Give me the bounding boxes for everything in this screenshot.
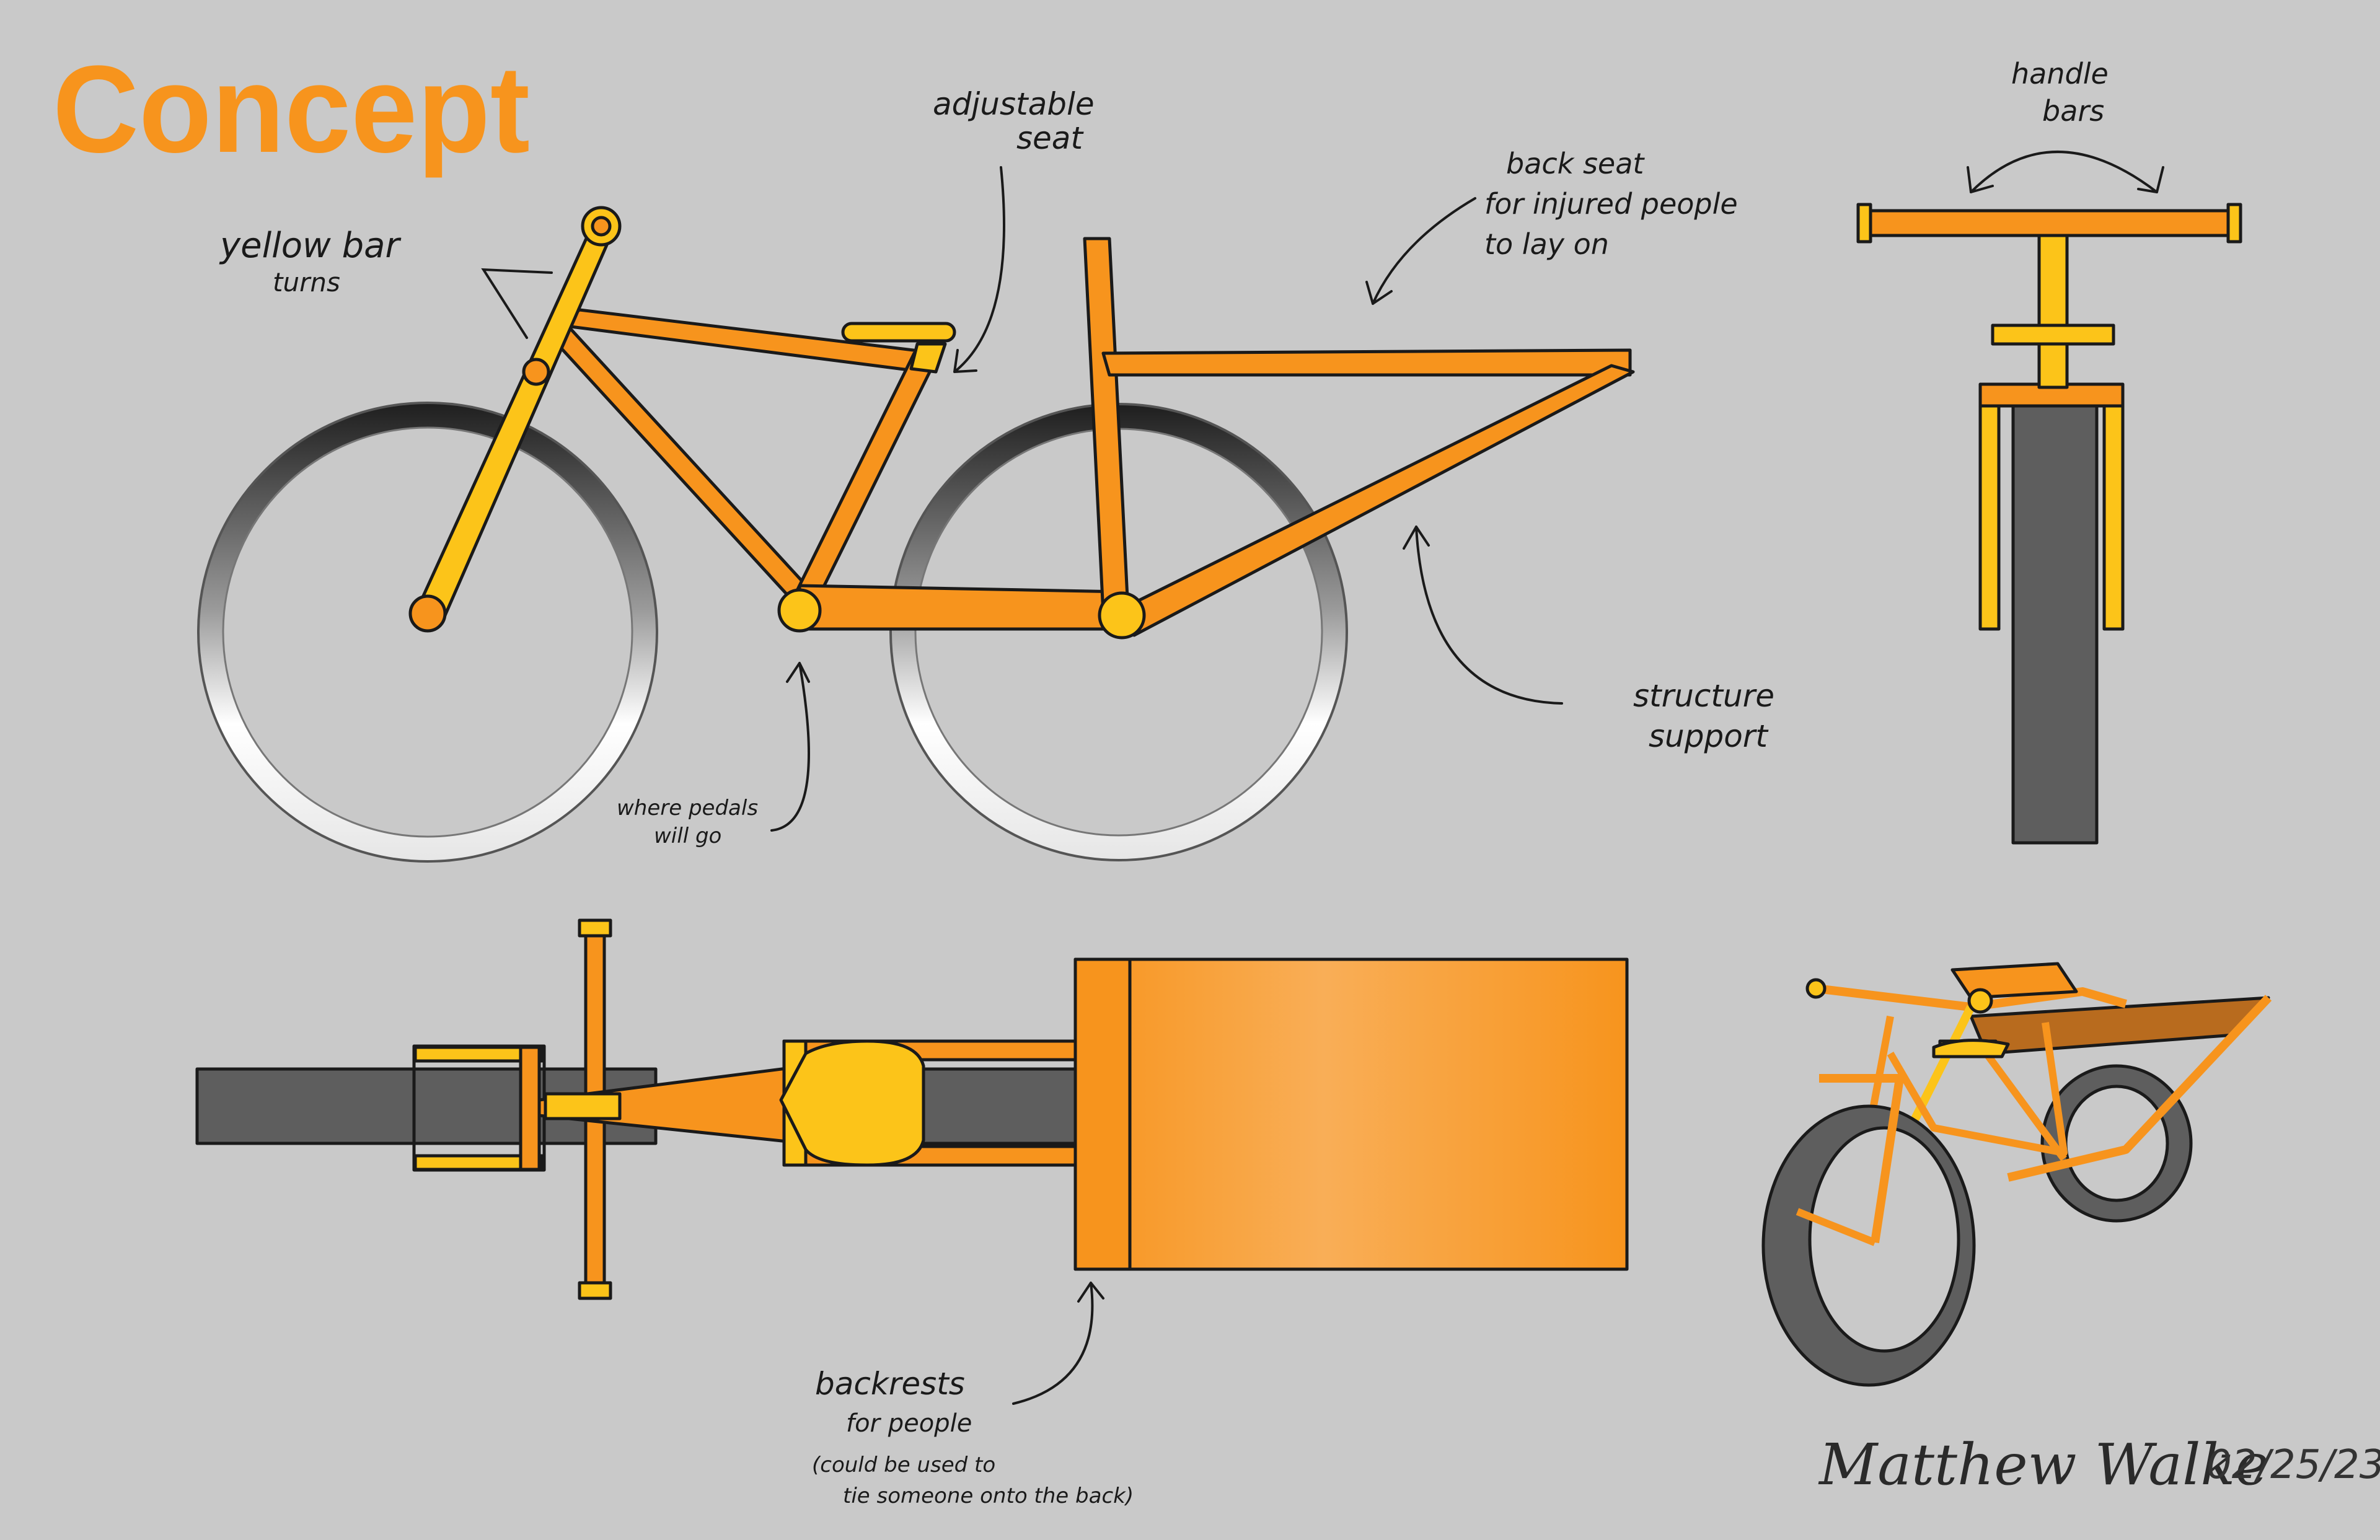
- handlebar: [1858, 209, 2242, 237]
- seat-side: [841, 322, 956, 343]
- top-seat: [779, 1039, 925, 1167]
- label-backrests-2: for people: [846, 1409, 972, 1438]
- fork-left: [1978, 401, 2001, 631]
- label-backrests-1: backrests: [815, 1366, 965, 1402]
- annotation-arrows: [481, 151, 2164, 1405]
- label-yellow-bar-2: turns: [273, 267, 340, 297]
- seat-post: [909, 342, 947, 374]
- backrest: [1073, 957, 1132, 1271]
- top-view-bike: [195, 918, 1629, 1300]
- label-backrests-3: (could be used to: [812, 1453, 995, 1477]
- label-yellow-bar-1: yellow bar: [219, 226, 401, 266]
- stem: [2037, 234, 2069, 389]
- arrow-adjustable-seat: [953, 166, 1005, 373]
- label-back-seat-3: to lay on: [1484, 227, 1609, 261]
- back-seat-platform: [1073, 957, 1629, 1271]
- arrow-back-seat: [1365, 197, 1476, 305]
- label-structure-support-1: structure: [1633, 678, 1774, 714]
- front-tire: [2011, 401, 2099, 845]
- arrow-yellow-bar: [481, 268, 553, 339]
- label-handle-bars-1: handle: [2011, 57, 2109, 90]
- handlebar-grip-right: [2226, 203, 2242, 244]
- label-back-seat-2: for injured people: [1484, 187, 1738, 221]
- signature-block: Matthew Walke 02/25/23: [1818, 1432, 2380, 1498]
- bottom-bracket: [777, 588, 822, 633]
- fork-joint: [522, 358, 550, 386]
- page-title: Concept: [53, 40, 530, 178]
- annotation-labels: yellow bar turns adjustable seat back se…: [219, 57, 2109, 1508]
- arrow-handlebars: [1967, 151, 2164, 193]
- label-back-seat-1: back seat: [1506, 147, 1645, 180]
- side-view-bike: [197, 206, 1635, 863]
- label-structure-support-2: support: [1649, 718, 1769, 754]
- label-pedals-1: where pedals: [617, 796, 758, 821]
- label-handle-bars-2: bars: [2042, 94, 2104, 128]
- stem-clamp: [1991, 323, 2115, 346]
- label-adjustable-seat-1: adjustable: [933, 86, 1095, 122]
- rear-axle: [1098, 591, 1146, 640]
- arrow-pedals: [770, 662, 810, 832]
- arrow-backrests: [1012, 1282, 1104, 1405]
- back-seat-rail: [1101, 348, 1632, 377]
- label-backrests-4: tie someone onto the back): [843, 1484, 1134, 1508]
- label-adjustable-seat-2: seat: [1016, 120, 1084, 156]
- front-view-bike: [1856, 203, 2242, 845]
- signature-name: Matthew Walke: [1818, 1432, 2269, 1498]
- front-axle: [408, 594, 447, 633]
- fork-right: [2102, 401, 2125, 631]
- handlebar-grip-left: [1856, 203, 1872, 244]
- arrow-structure-support: [1403, 526, 1563, 705]
- perspective-view-bike: [1761, 962, 2272, 1387]
- bottom-tube: [798, 584, 1127, 631]
- label-pedals-2: will go: [654, 824, 721, 848]
- signature-date: 02/25/23: [2206, 1442, 2380, 1488]
